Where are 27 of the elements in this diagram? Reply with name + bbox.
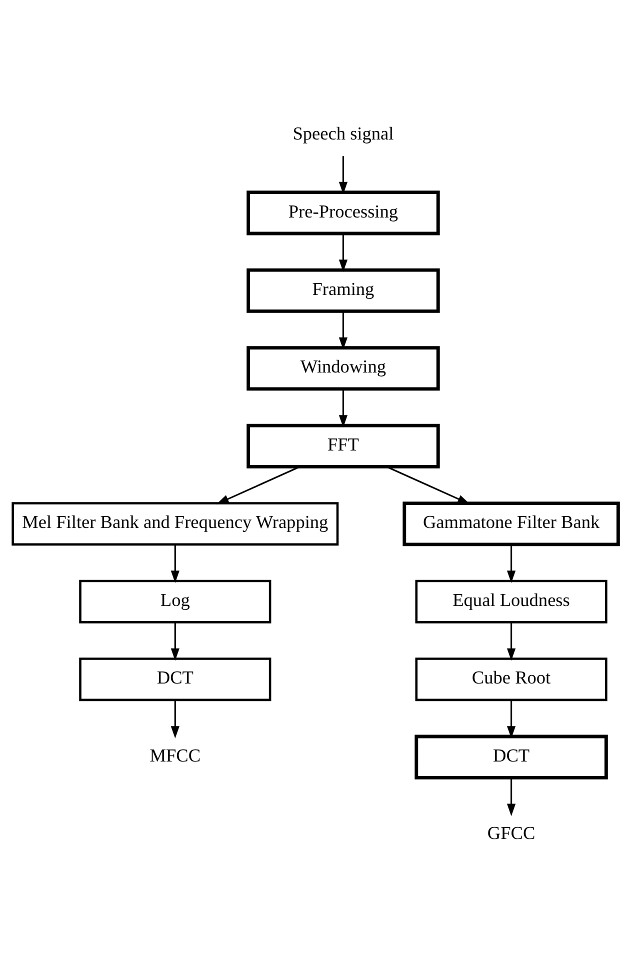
arrow xyxy=(506,778,516,816)
arrow xyxy=(506,700,516,738)
arrow xyxy=(170,544,180,583)
node-box: Windowing xyxy=(246,346,440,391)
arrow xyxy=(170,700,180,738)
arrow xyxy=(386,466,470,504)
node-box: DCT xyxy=(79,658,272,702)
node-box: Log xyxy=(79,580,272,624)
arrow xyxy=(338,389,348,428)
arrow xyxy=(338,234,348,272)
node-box: Mel Filter Bank and Frequency Wrapping xyxy=(12,502,339,546)
node-box: DCT xyxy=(414,734,608,780)
node-box: Equal Loudness xyxy=(415,580,608,624)
arrow xyxy=(170,622,180,661)
node-text: GFCC xyxy=(487,823,536,844)
node-box: Pre-Processing xyxy=(246,190,440,236)
node-text: MFCC xyxy=(150,745,201,766)
arrow xyxy=(506,622,516,661)
node-box: Cube Root xyxy=(415,658,608,702)
node-box: Gammatone Filter Bank xyxy=(402,502,620,546)
node-box: FFT xyxy=(246,424,440,468)
node-box: Framing xyxy=(246,268,440,313)
arrow xyxy=(506,544,516,583)
arrow xyxy=(338,312,348,350)
node-text: Speech signal xyxy=(292,123,394,144)
arrow xyxy=(216,466,300,504)
arrow xyxy=(338,156,348,194)
